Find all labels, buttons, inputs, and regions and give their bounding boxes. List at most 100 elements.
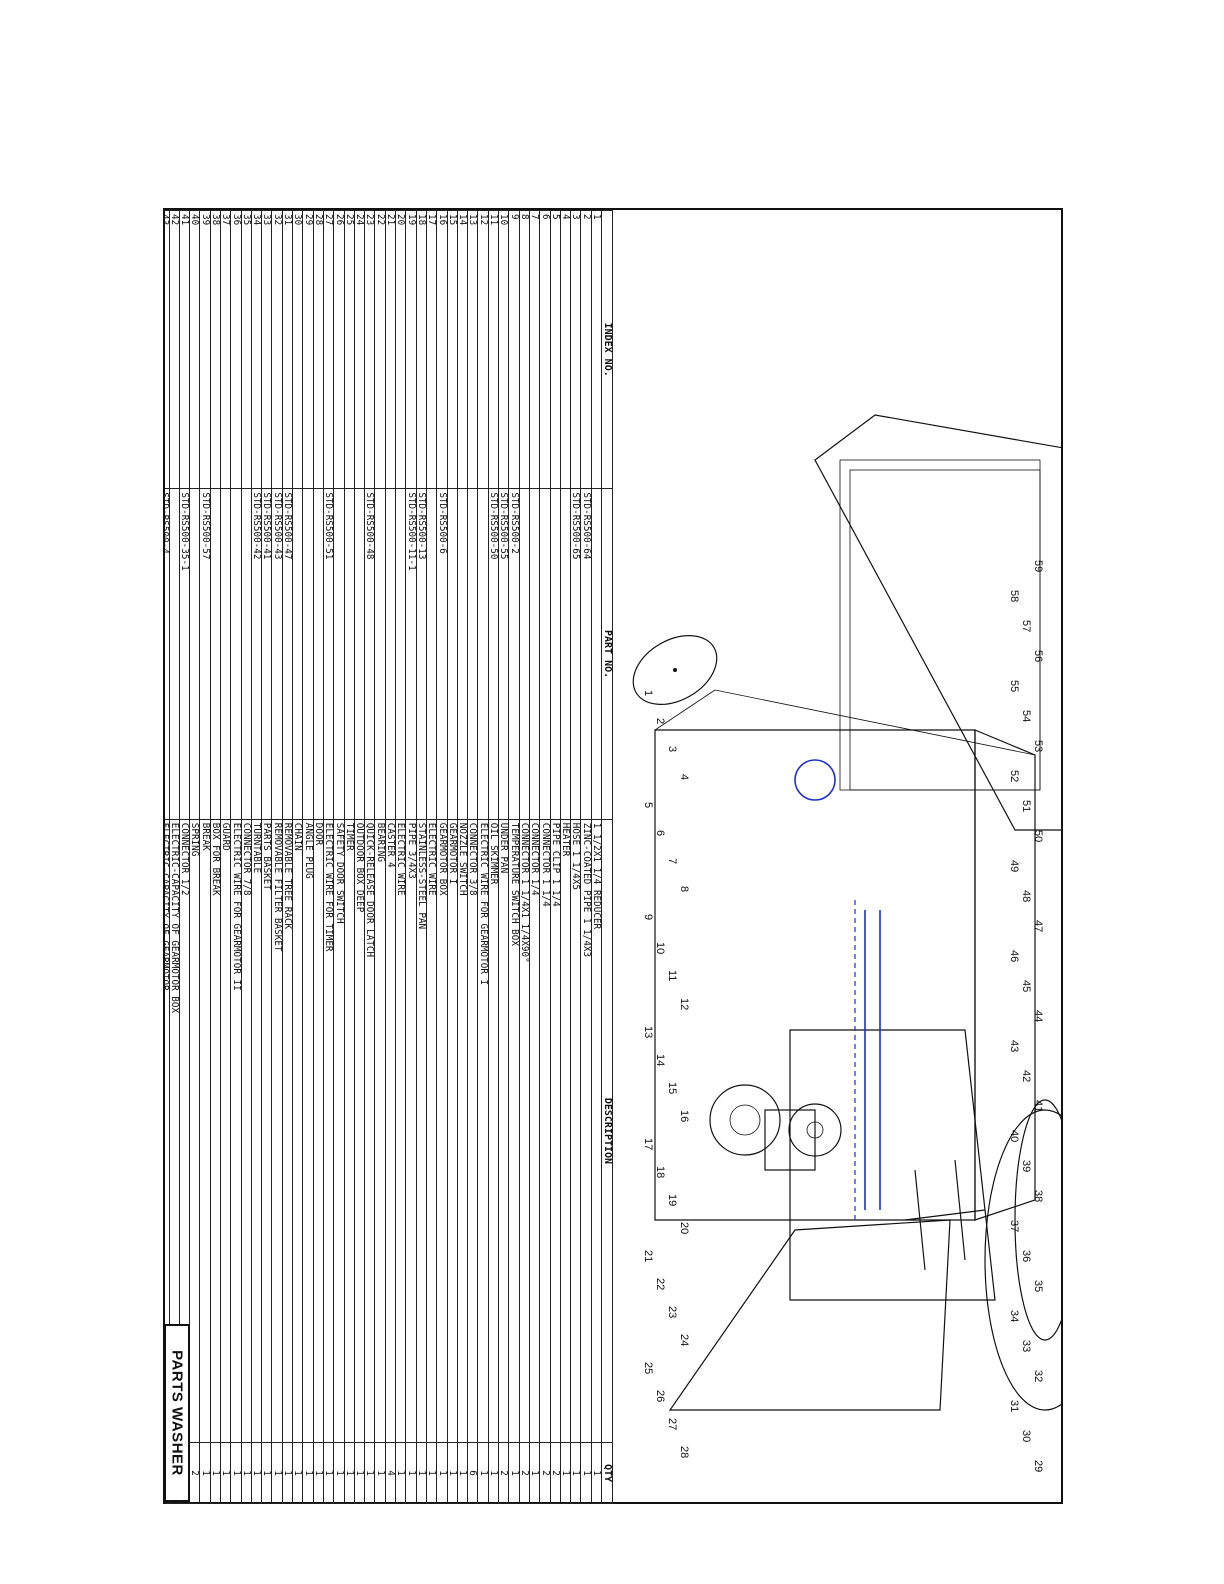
cell-part-no: STD-RS500-64 — [580, 488, 592, 820]
cell-part-no: STD-RS500-35-1 — [179, 488, 190, 820]
cell-part-no — [385, 488, 396, 820]
cell-index: 20 — [395, 210, 406, 489]
cell-part-no — [457, 488, 468, 820]
cell-description: DOOR — [313, 819, 324, 1443]
cell-qty: 1 — [364, 1442, 375, 1504]
cell-part-no: STD-RS500-51 — [323, 488, 334, 820]
callout-label: 23 — [666, 1306, 678, 1318]
callout-label: 29 — [1032, 1460, 1044, 1472]
cell-index: 39 — [199, 210, 211, 489]
cell-part-no — [189, 488, 200, 820]
cell-qty: 1 — [580, 1442, 592, 1504]
cell-part-no: STD-RS500-2 — [508, 488, 520, 820]
cell-part-no — [591, 488, 602, 820]
callout-label: 28 — [678, 1446, 690, 1458]
cell-index: 6 — [539, 210, 551, 489]
cell-part-no — [426, 488, 437, 820]
callout-label: 46 — [1008, 950, 1020, 962]
cell-part-no: STD-RS500-57 — [199, 488, 211, 820]
cell-description: GUARD — [220, 819, 231, 1443]
cell-index: 14 — [457, 210, 468, 489]
callout-label: 33 — [1020, 1340, 1032, 1352]
cell-description: CONNECTOR 1 1/4X1 1/4X90° — [519, 819, 530, 1443]
cell-qty: 6 — [467, 1442, 478, 1504]
cell-part-no — [447, 488, 458, 820]
cell-index: 13 — [467, 210, 478, 489]
cell-description: CONNECTOR 3/8 — [467, 819, 478, 1443]
callout-label: 48 — [1020, 890, 1032, 902]
cell-index: 23 — [364, 210, 375, 489]
cell-qty: 1 — [272, 1442, 283, 1504]
cell-description: HEATER — [560, 819, 571, 1443]
callout-label: 53 — [1032, 740, 1044, 752]
callout-label: 10 — [654, 942, 666, 954]
cell-qty: 1 — [333, 1442, 345, 1504]
cell-index: 19 — [405, 210, 417, 489]
cell-qty: 1 — [241, 1442, 252, 1504]
cell-qty: 1 — [230, 1442, 242, 1504]
callout-label: 52 — [1008, 770, 1020, 782]
cell-qty: 1 — [416, 1442, 427, 1504]
callout-label: 19 — [666, 1194, 678, 1206]
cell-qty: 2 — [519, 1442, 530, 1504]
cell-description: PIPE 3/4X3 — [405, 819, 417, 1443]
cell-qty: 2 — [189, 1442, 200, 1504]
water-pump — [709, 1084, 816, 1171]
callout-label: 56 — [1032, 650, 1044, 662]
callout-label: 47 — [1032, 920, 1044, 932]
callout-label: 32 — [1032, 1370, 1044, 1382]
cell-description: QUICK-RELEASE DOOR LATCH — [364, 819, 375, 1443]
callout-label: 27 — [666, 1418, 678, 1430]
cell-qty: 1 — [436, 1442, 448, 1504]
cell-description: CHAIN — [292, 819, 303, 1443]
cell-part-no — [560, 488, 571, 820]
cell-description: BREAK — [199, 819, 211, 1443]
cell-part-no — [313, 488, 324, 820]
cell-index: 31 — [282, 210, 293, 489]
callout-label: 5 — [642, 802, 654, 808]
callout-label: 43 — [1008, 1040, 1020, 1052]
cell-qty: 1 — [529, 1442, 540, 1504]
callout-label: 57 — [1020, 620, 1032, 632]
cell-part-no — [333, 488, 345, 820]
cell-index: 8 — [519, 210, 530, 489]
cell-index: 29 — [302, 210, 314, 489]
callout-label: 9 — [642, 914, 654, 920]
turntable-disc — [632, 635, 718, 705]
callout-label: 59 — [1032, 560, 1044, 572]
wire-brush — [788, 1103, 842, 1157]
cell-description: GEARMOTOR I — [447, 819, 458, 1443]
cell-part-no: STD-RS500-50 — [488, 488, 499, 820]
cell-part-no: STD-RS500-55 — [498, 488, 509, 820]
callout-label: 20 — [678, 1222, 690, 1234]
header-index: INDEX NO. — [601, 210, 613, 489]
cell-index: 22 — [374, 210, 386, 489]
callout-label: 8 — [678, 886, 690, 892]
cell-part-no: STD-RS500-13 — [416, 488, 427, 820]
cell-index: 21 — [385, 210, 396, 489]
cell-part-no: STD-RS500-42 — [251, 488, 262, 820]
cell-index: 11 — [488, 210, 499, 489]
callout-label: 35 — [1032, 1280, 1044, 1292]
